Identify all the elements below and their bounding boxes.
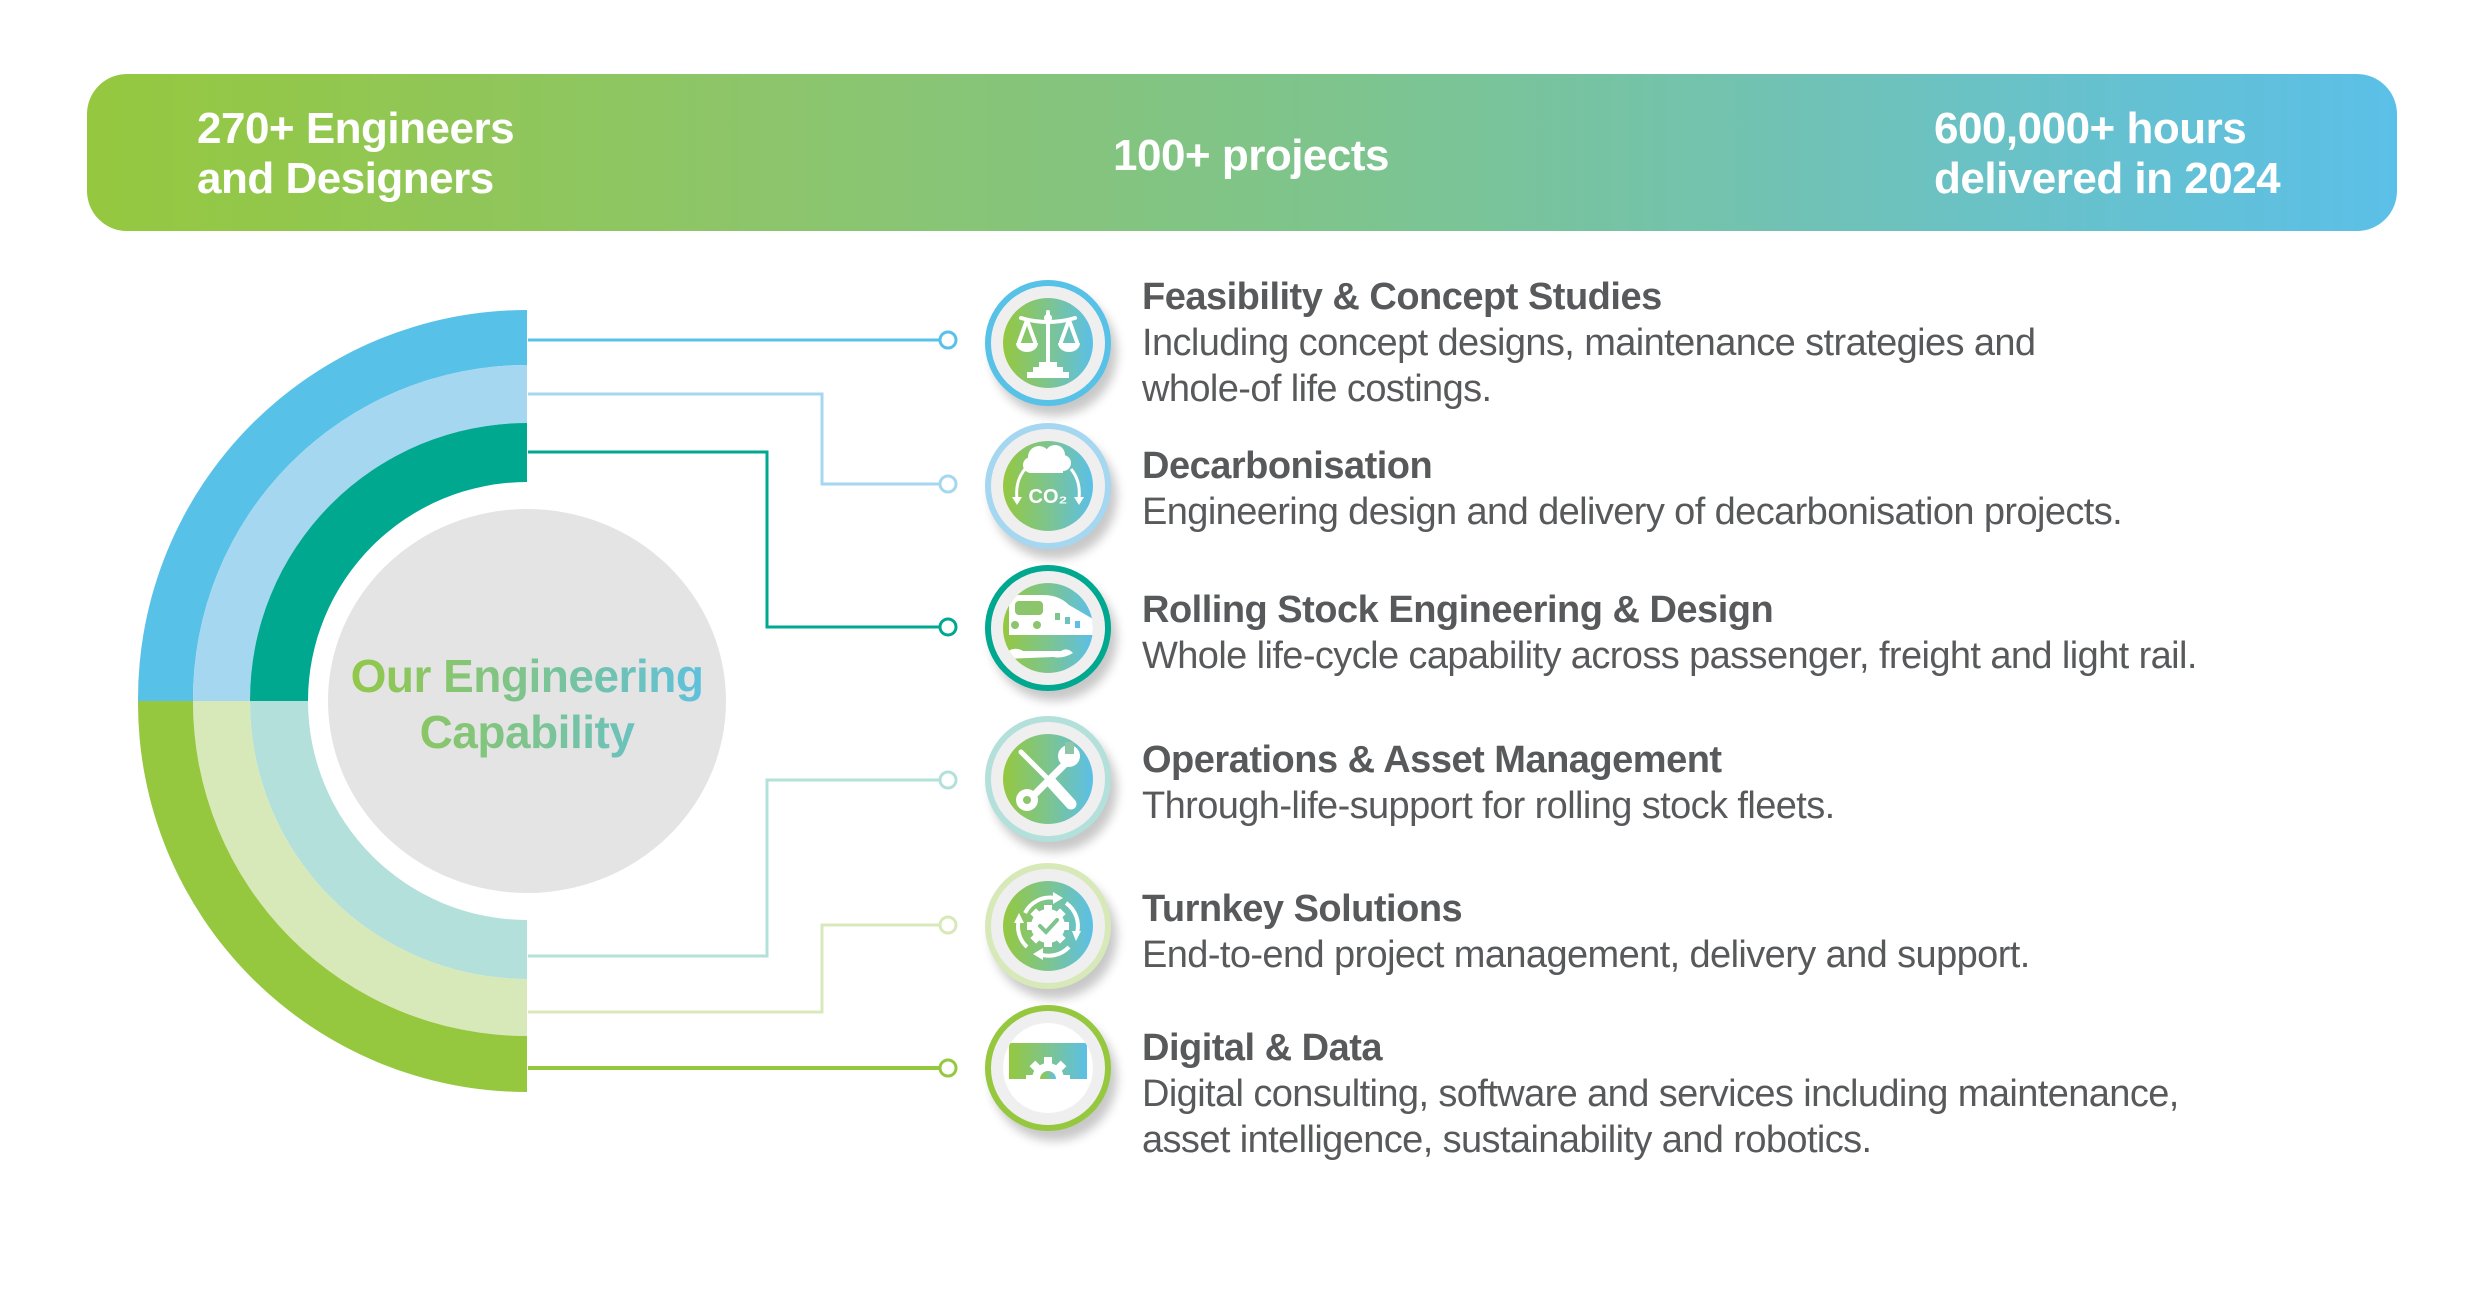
gear-cycle-icon: [1014, 892, 1081, 960]
icon-badge-decarbonisation: CO₂: [985, 423, 1111, 549]
co2-text: CO₂: [1029, 486, 1068, 508]
scales-icon: [1016, 310, 1080, 378]
stat-engineers-line2: and Designers: [197, 154, 494, 203]
item-desc-line1: Whole life-cycle capability across passe…: [1142, 635, 2197, 677]
item-title: Rolling Stock Engineering & Design: [1142, 589, 1774, 631]
item-desc-line1: Through-life-support for rolling stock f…: [1142, 785, 1835, 827]
center-label-line1: Our Engineering: [350, 650, 704, 702]
connector-dot-rolling-stock: [938, 617, 958, 637]
item-title: Turnkey Solutions: [1142, 888, 1463, 930]
stat-engineers: 270+ Engineers and Designers: [197, 104, 515, 204]
stat-hours-line1: 600,000+ hours: [1934, 104, 2247, 153]
item-title: Operations & Asset Management: [1142, 739, 1722, 781]
item-decarbonisation: Decarbonisation Engineering design and d…: [1142, 443, 2472, 535]
digital-gear-icon: [1009, 1043, 1087, 1109]
stats-banner: [87, 74, 2397, 231]
ring-decarbonisation: [192, 365, 527, 701]
ring-digital: [137, 701, 527, 1092]
ring-feasibility: [137, 310, 528, 701]
stat-projects: 100+ projects: [1113, 131, 1390, 181]
item-title: Decarbonisation: [1142, 445, 1433, 487]
center-label-line2: Capability: [419, 706, 635, 758]
stat-projects-line1: 100+ projects: [1113, 131, 1390, 180]
connector-dot-operations: [938, 770, 958, 790]
item-title: Feasibility & Concept Studies: [1142, 276, 1662, 318]
connector-dot-feasibility: [938, 330, 958, 350]
icon-badge-digital: [985, 1005, 1111, 1131]
item-desc-line1: End-to-end project management, delivery …: [1142, 934, 2030, 976]
item-feasibility: Feasibility & Concept Studies Including …: [1142, 274, 2472, 412]
icon-badge-feasibility: [985, 280, 1111, 406]
item-digital: Digital & Data Digital consulting, softw…: [1142, 1025, 2472, 1163]
connector-operations: [528, 778, 940, 958]
ring-rolling-stock: [249, 423, 527, 701]
connector-turnkey: [528, 923, 940, 1014]
connector-dot-turnkey: [938, 915, 958, 935]
item-title: Digital & Data: [1142, 1027, 1383, 1069]
item-operations: Operations & Asset Management Through-li…: [1142, 737, 2472, 829]
connector-rolling-stock: [528, 450, 940, 629]
item-desc-line2: whole-of life costings.: [1142, 368, 1492, 410]
connectors: [528, 330, 958, 1078]
item-desc-line1: Including concept designs, maintenance s…: [1142, 322, 2036, 364]
ring-operations: [249, 701, 528, 979]
stat-engineers-line1: 270+ Engineers: [197, 104, 515, 153]
item-desc-line1: Digital consulting, software and service…: [1142, 1073, 2179, 1115]
co2-cloud-icon: CO₂: [1012, 445, 1084, 508]
icon-badge-rolling-stock: [985, 565, 1111, 691]
item-turnkey: Turnkey Solutions End-to-end project man…: [1142, 886, 2472, 978]
center-circle: [328, 509, 726, 893]
center-label: Our Engineering Capability: [327, 648, 727, 760]
semicircle-rings: [137, 310, 528, 1092]
item-desc-line2: asset intelligence, sustainability and r…: [1142, 1119, 1872, 1161]
connector-dot-decarbonisation: [938, 474, 958, 494]
tools-icon: [1016, 742, 1080, 811]
item-rolling-stock: Rolling Stock Engineering & Design Whole…: [1142, 587, 2472, 679]
stat-hours: 600,000+ hours delivered in 2024: [1934, 104, 2281, 204]
connector-decarbonisation: [528, 392, 940, 486]
stat-hours-line2: delivered in 2024: [1934, 154, 2281, 203]
icon-badge-operations: [985, 716, 1111, 842]
train-icon: [1003, 595, 1093, 659]
ring-turnkey: [192, 701, 528, 1036]
icon-badge-turnkey: [985, 863, 1111, 989]
item-desc-line1: Engineering design and delivery of decar…: [1142, 491, 2123, 533]
connector-dot-digital: [938, 1058, 958, 1078]
